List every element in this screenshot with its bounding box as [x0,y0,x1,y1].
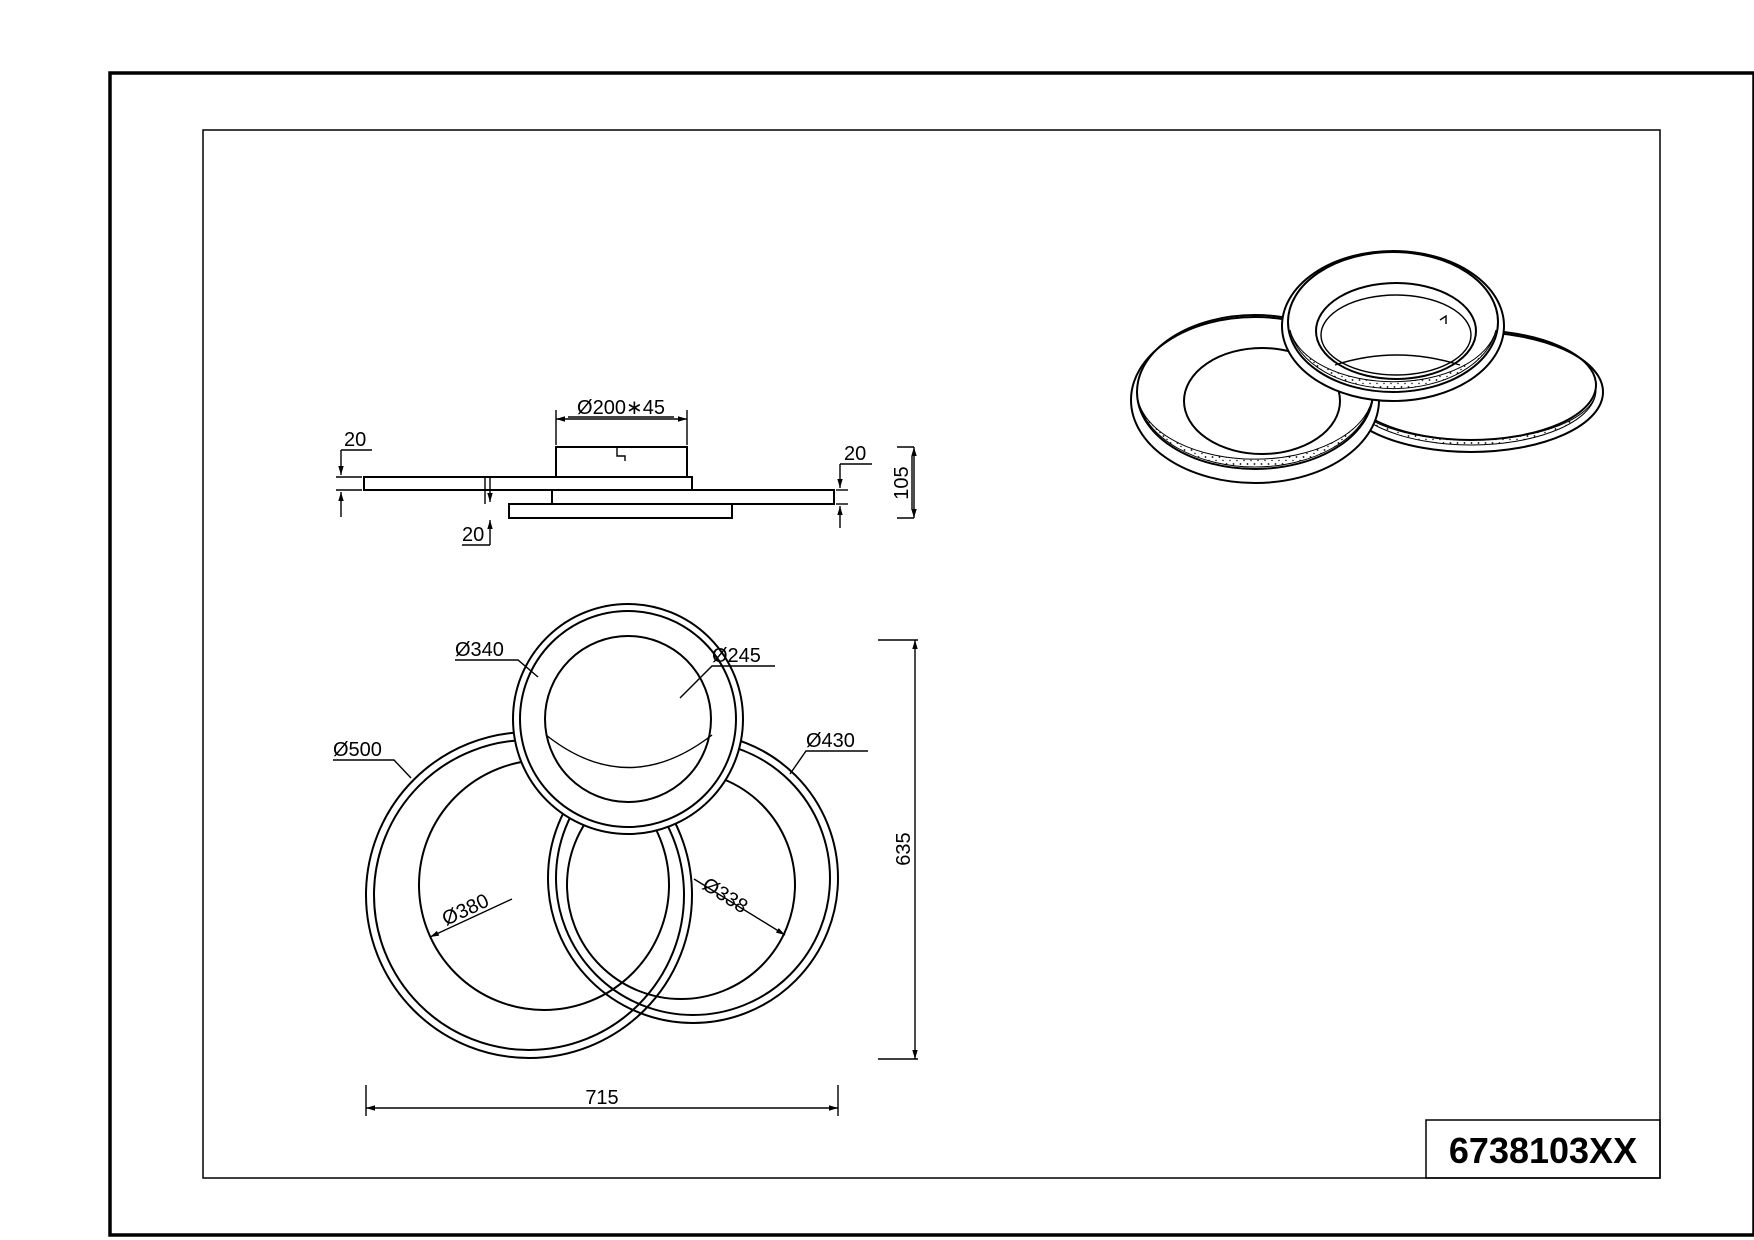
side-view: Ø200∗45 20 20 20 105 [336,397,917,546]
ring-thickness-left-label: 20 [344,429,366,451]
part-number: 6738103XX [1449,1130,1637,1171]
side-ring-right [551,489,835,505]
ring-thickness-right-label: 20 [844,443,866,465]
ring-thickness-bottom-label: 20 [462,524,484,546]
side-ring-left [363,476,693,491]
isometric-view [1130,250,1604,484]
medium-ring-outer-label: Ø430 [806,730,855,752]
large-ring-outer-label: Ø500 [333,739,382,761]
total-height-label: 105 [891,466,913,499]
canopy-clip [616,447,626,461]
small-ring-inner-label: Ø245 [712,645,761,667]
small-ring [512,603,744,835]
title-block: 6738103XX [1425,1119,1661,1179]
total-width-label: 715 [585,1087,618,1109]
inner-frame [202,129,1661,1179]
top-view: Ø340 Ø245 Ø500 Ø430 Ø380 Ø338 715 635 [333,603,918,1116]
canopy-block [555,446,688,478]
small-ring-outer-label: Ø340 [455,639,504,661]
outer-border [108,71,1754,1237]
side-ring-bottom [508,503,733,519]
total-depth-label: 635 [893,832,915,865]
medium-ring-inner-label: Ø338 [698,874,751,919]
canopy-dimension-label: Ø200∗45 [577,397,665,419]
large-ring-inner-label: Ø380 [439,890,493,931]
iso-ring-small [1281,250,1505,402]
